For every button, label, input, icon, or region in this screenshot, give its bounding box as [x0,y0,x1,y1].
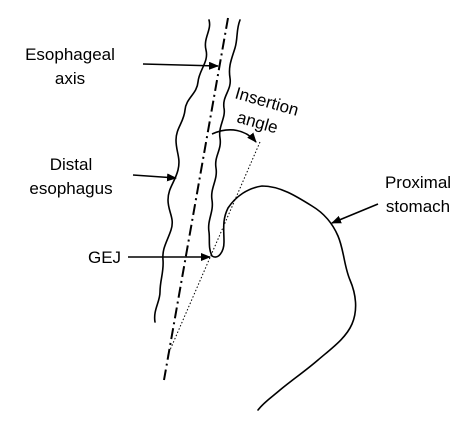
label-proximal-stomach-line1: Proximal [385,173,451,192]
esophageal-axis-line [163,17,229,381]
insertion-angle-arrow [211,129,257,143]
label-esophageal-axis-line2: axis [55,69,85,88]
distal-esophagus-arrow [132,173,177,182]
proximal-stomach-arrow [331,203,379,224]
label-esophageal-axis-line1: Esophageal [25,45,115,64]
label-distal-esophagus-line1: Distal [50,155,93,174]
label-proximal-stomach-line2: stomach [386,197,450,216]
esophageal-axis-arrow [142,61,219,70]
esophagus-left-wall [153,19,211,323]
insertion-dotted-line [166,141,261,358]
esophagus-right-wall [207,19,357,411]
label-gej: GEJ [88,248,121,267]
label-distal-esophagus-line2: esophagus [29,179,112,198]
